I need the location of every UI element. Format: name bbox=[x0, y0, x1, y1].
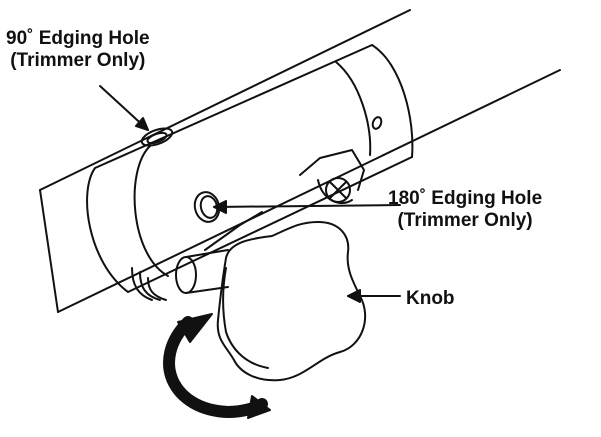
knob-rim bbox=[222, 267, 269, 369]
pin-hole bbox=[371, 116, 383, 130]
label-90-edging-hole: 90˚ Edging Hole (Trimmer Only) bbox=[6, 28, 150, 72]
label-180-line2: (Trimmer Only) bbox=[397, 210, 533, 231]
label-knob: Knob bbox=[406, 288, 455, 309]
knob-shape bbox=[216, 221, 367, 382]
label-90-line1: 90˚ Edging Hole bbox=[6, 28, 150, 49]
label-90-line2: (Trimmer Only) bbox=[10, 50, 146, 71]
clamp-bracket bbox=[131, 149, 365, 301]
shaft bbox=[39, 9, 561, 313]
rotation-arrow bbox=[163, 313, 271, 419]
edging-hole-90 bbox=[140, 127, 174, 147]
label-180-line1: 180˚ Edging Hole bbox=[388, 188, 543, 209]
coupler-tube bbox=[86, 44, 414, 293]
leader-arrows bbox=[99, 85, 401, 303]
label-180-edging-hole: 180˚ Edging Hole (Trimmer Only) bbox=[388, 188, 542, 232]
